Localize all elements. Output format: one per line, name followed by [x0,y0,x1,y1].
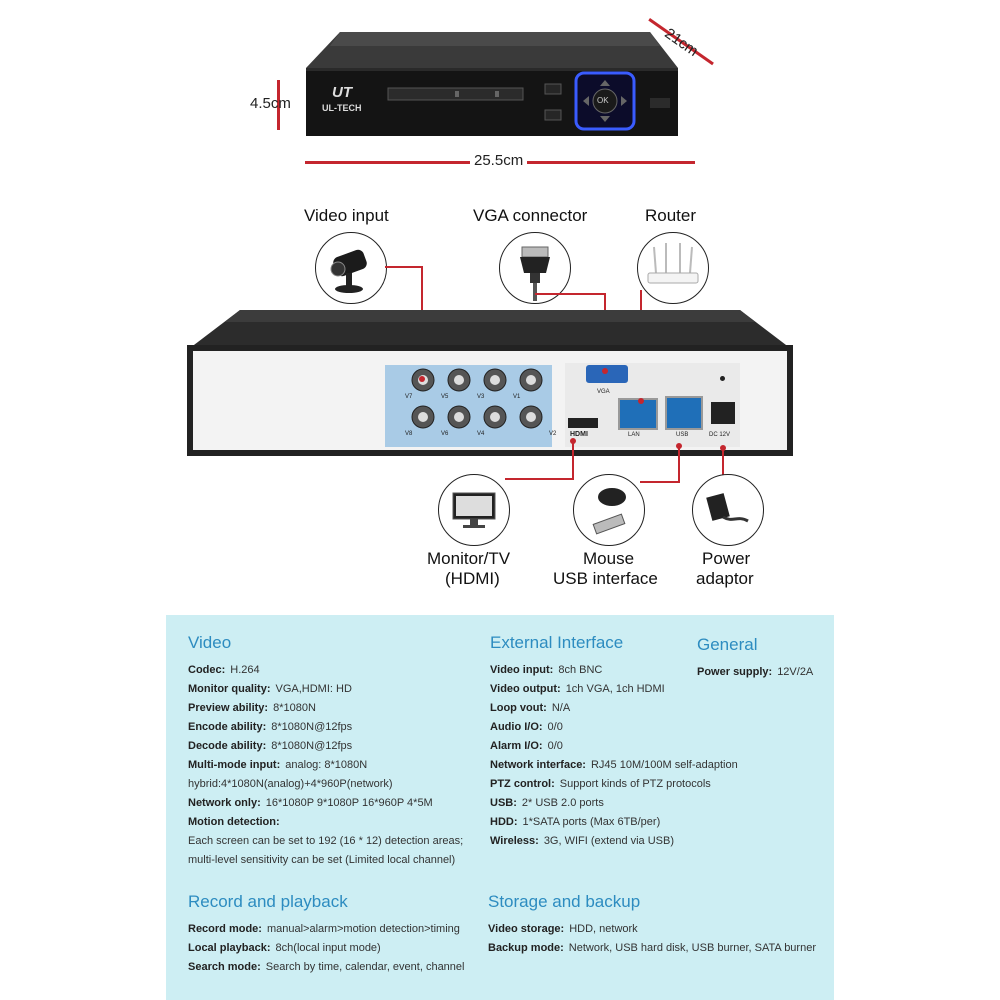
lan-port-label: LAN [628,432,640,438]
label-video-input: Video input [304,206,389,225]
rear-diagram: Video input VGA connector Router [0,190,1000,600]
spec-row: PTZ control:Support kinds of PTZ protoco… [490,778,711,790]
spec-heading-storage: Storage and backup [488,892,641,911]
dc-port-label: DC 12V [709,432,731,438]
usb-connector-line-h [640,481,680,483]
power-led [720,376,725,381]
spec-row: Record mode:manual>alarm>motion detectio… [188,923,460,935]
bnc-label: V6 [441,431,449,437]
label-power-1: Power [702,549,751,568]
power-connector-line [722,447,724,477]
spec-row: Power supply:12V/2A [697,666,814,678]
spec-heading-video: Video [188,633,232,652]
label-monitor-2: (HDMI) [445,569,500,588]
spec-heading-record: Record and playback [188,892,348,911]
bnc-label: V8 [405,431,413,437]
spec-row: Local playback:8ch(local input mode) [188,942,381,954]
spec-row: Video output:1ch VGA, 1ch HDMI [490,683,665,695]
spec-row: Alarm I/O:0/0 [490,740,563,752]
vga-connector-line [535,293,605,295]
front-view: UL-TECH UT OK 4.5cm 21cm 25.5cm [0,0,1000,180]
bnc-label: V5 [441,394,449,400]
spec-row: Monitor quality:VGA,HDMI: HD [188,683,352,695]
spec-row: Preview ability:8*1080N [188,702,316,714]
bnc-label: V1 [513,394,521,400]
vga-dot [602,368,608,374]
label-mouse-2: USB interface [553,569,658,588]
mouse-usb-icon [573,474,645,546]
spec-row: Loop vout:N/A [490,702,571,714]
spec-row: hybrid:4*1080N(analog)+4*960P(network) [188,778,393,790]
height-dim-line [277,80,280,130]
spec-row: Decode ability:8*1080N@12fps [188,740,353,752]
vga-port-label: VGA [597,389,610,395]
spec-row: Encode ability:8*1080N@12fps [188,721,353,733]
monitor-icon [438,474,510,546]
spec-row: Backup mode:Network, USB hard disk, USB … [488,942,816,954]
hdmi-connector-line-h [505,478,574,480]
width-dim: 25.5cm [470,152,528,169]
spec-row: Video input:8ch BNC [490,664,603,676]
vga-port [586,365,628,383]
dvr-front-image [306,32,678,136]
video-input-dot [419,376,425,382]
spec-row: Audio I/O:0/0 [490,721,563,733]
spec-heading-general: General [697,635,758,654]
hdmi-port [568,418,598,428]
label-mouse-1: Mouse [583,549,635,568]
spec-row: Multi-mode input:analog: 8*1080N [188,759,368,771]
power-adaptor-icon [692,474,764,546]
lan-port [618,398,658,430]
lan-dot [638,398,644,404]
height-dim: 4.5cm [250,95,291,112]
ok-button-label: OK [597,96,609,105]
label-power-2: adaptor [696,569,754,588]
label-monitor-1: Monitor/TV [427,549,511,568]
spec-row: Motion detection: [188,816,280,828]
vga-cable-icon [499,232,571,304]
label-vga-connector: VGA connector [473,206,588,225]
video-input-connector [385,266,422,268]
camera-icon [315,232,387,304]
dc-port [711,402,735,424]
spec-heading-external: External Interface [490,633,624,652]
spec-row: Video storage:HDD, network [488,923,638,935]
brand-logo: UL-TECH [322,103,362,113]
usb-port-label: USB [676,432,689,438]
spec-row: USB:2* USB 2.0 ports [490,797,604,809]
bnc-label: V3 [477,394,485,400]
bnc-label: V2 [549,431,557,437]
usb-connector-line [678,445,680,483]
spec-row: Network only:16*1080P 9*1080P 16*960P 4*… [188,797,433,809]
spec-row: HDD:1*SATA ports (Max 6TB/per) [490,816,661,828]
spec-row: Network interface:RJ45 10M/100M self-ada… [490,759,738,771]
bnc-ports [411,368,543,429]
usb-port [665,396,703,430]
label-router: Router [645,206,697,225]
hdmi-port-label: HDMI [570,431,588,438]
spec-row: Wireless:3G, WIFI (extend via USB) [490,835,675,847]
spec-row: Codec:H.264 [188,664,260,676]
hdmi-connector-line [572,440,574,480]
spec-row: Search mode:Search by time, calendar, ev… [188,961,465,973]
router-icon [637,232,709,304]
spec-row: multi-level sensitivity can be set (Limi… [188,854,456,866]
spec-panel: Video Codec:H.264 Monitor quality:VGA,HD… [166,615,834,1000]
brand-mark: UT [332,84,352,101]
bnc-label: V4 [477,431,485,437]
bnc-label: V7 [405,394,413,400]
spec-row: Each screen can be set to 192 (16 * 12) … [188,835,464,847]
